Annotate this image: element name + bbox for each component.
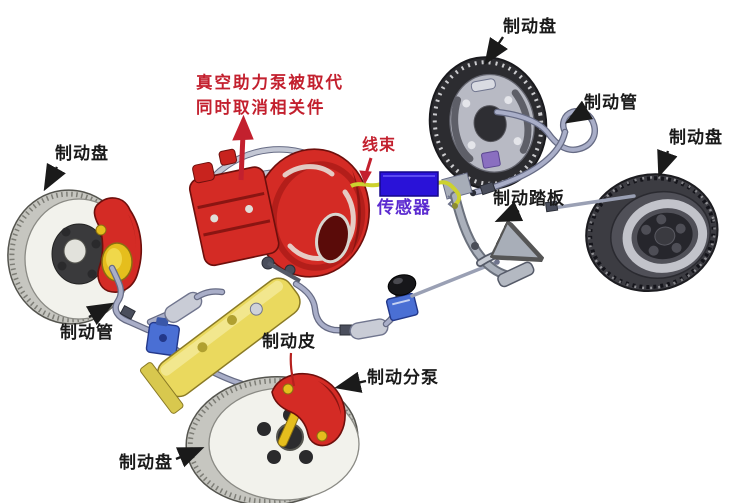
label-brake-pipe-left: 制动管 (60, 323, 114, 343)
label-brake-pad: 制动皮 (262, 332, 316, 352)
front-bottom-disc-brake (185, 373, 360, 503)
rear-drum-brake (428, 56, 548, 190)
pedal-motion-arrow (476, 252, 535, 267)
note-line-1: 真空助力泵被取代 (196, 73, 344, 92)
callout-arrows (43, 36, 678, 468)
wheel-cylinder (481, 150, 501, 169)
axle-rod (544, 194, 636, 213)
label-harness: 线束 (362, 135, 397, 154)
brake-caliper-left (93, 197, 143, 293)
front-left-disc-brake (7, 189, 143, 325)
vacuum-booster-unit (188, 140, 371, 283)
rear-right-brake-disc (585, 173, 719, 293)
brake-caliper-bottom (271, 373, 346, 448)
master-cylinder (139, 277, 301, 414)
valve-knob (387, 274, 417, 296)
label-brake-pedal: 制动踏板 (493, 189, 565, 209)
label-brake-disc-bottom: 制动盘 (119, 453, 173, 473)
label-brake-disc-left: 制动盘 (55, 144, 109, 164)
sensor-wire (350, 180, 462, 209)
brake-pedal (441, 172, 535, 288)
label-brake-pipe-right: 制动管 (584, 93, 638, 113)
brake-pad-pointer (289, 352, 296, 387)
label-sensor: 传感器 (377, 198, 431, 218)
brake-pipe-center-run (296, 259, 500, 340)
junction-valve (145, 317, 180, 357)
abs-pump-block (188, 148, 280, 267)
brake-pipe-left-run (112, 268, 242, 384)
label-brake-disc-right: 制动盘 (669, 128, 723, 148)
label-brake-disc-top-right: 制动盘 (503, 17, 557, 37)
replaced-note-arrow (232, 114, 254, 181)
pipe-damper-right (349, 318, 389, 340)
note-line-2: 同时取消相关件 (196, 98, 326, 117)
harness-arrow (359, 157, 373, 185)
label-brake-wheel-cylinder: 制动分泵 (367, 368, 439, 388)
